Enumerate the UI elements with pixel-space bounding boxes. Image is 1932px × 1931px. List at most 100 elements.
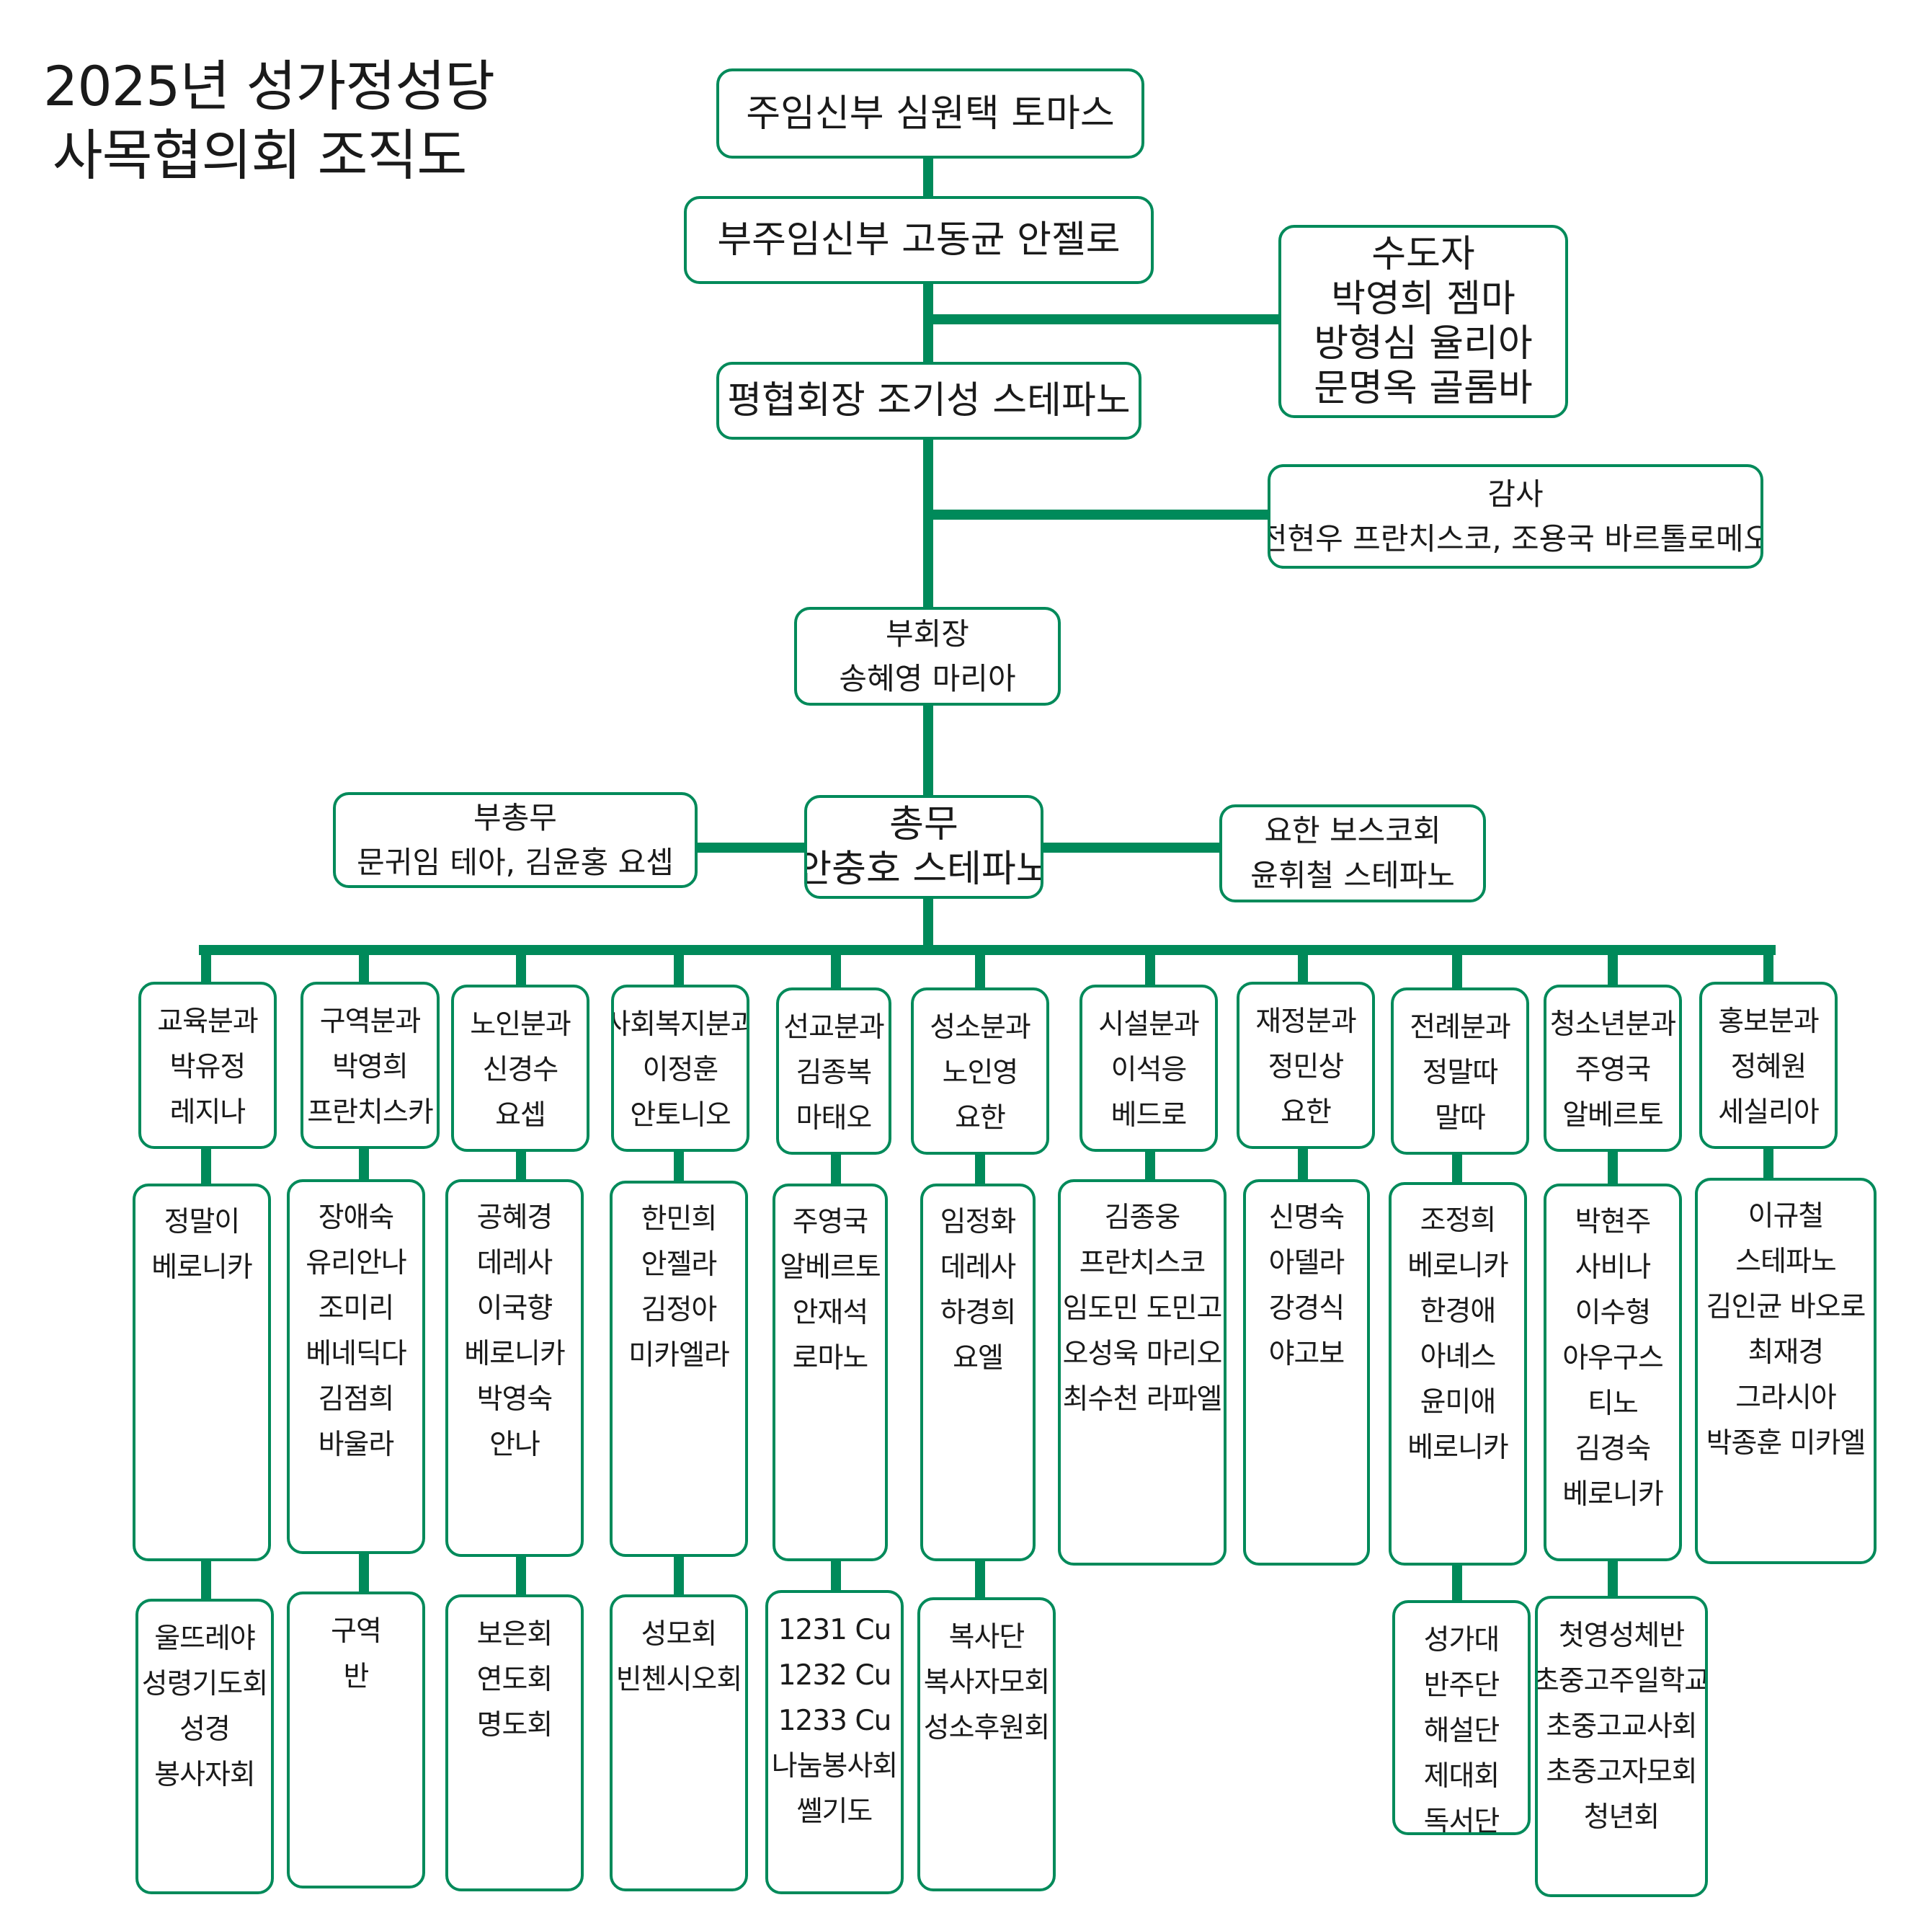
department-members-box-line: 최재경 [1748,1336,1825,1369]
department-head-box-line: 안토니오 [630,1099,731,1132]
department-members-box-line: 프란치스코 [1079,1247,1206,1279]
department-head-box-line: 세실리아 [1718,1096,1820,1129]
department-members-box-line: 티노 [1588,1388,1639,1420]
department-head-box-line: 시설분과 [1098,1008,1200,1041]
department-members-box-line: 김정아 [641,1294,718,1326]
department-groups-box-line: 반 [343,1661,370,1693]
department-members-box-line: 아우구스 [1562,1342,1664,1375]
department-groups-box-line: 해설단 [1423,1715,1500,1747]
department-head-box-line: 노인영 [942,1057,1019,1089]
pastor-box: 주임신부 심원택 토마스 [716,68,1144,159]
department-head-box-line: 노인분과 [470,1008,571,1041]
department-head-box-line: 요셉 [495,1099,546,1132]
department-members-box-line: 안젤라 [641,1248,718,1281]
department-members-box-line: 임도민 도민고 [1062,1292,1223,1325]
department-members-box-line: 주영국 [792,1206,869,1238]
president-box-line: 평협회장 조기성 스테파노 [727,379,1131,422]
department-head-box-line: 정말따 [1422,1057,1499,1089]
department-members-box-line: 조미리 [318,1292,395,1325]
auditor-box-line: 감사 [1487,476,1544,512]
department-head-box-line: 마태오 [796,1102,873,1135]
department-members-box-line: 최수천 라파엘 [1062,1383,1223,1416]
department-members-box-line: 바울라 [318,1429,395,1461]
nuns-box-line: 문명옥 골롬바 [1314,367,1533,410]
department-members-box-line: 공혜경 [476,1202,553,1234]
nuns-box-line: 박영희 젬마 [1331,278,1515,321]
department-groups-box-line: 1233 Cu [778,1705,892,1737]
chart-title: 2025년 성가정성당 사목협의회 조직도 [43,52,495,190]
department-head-box-line: 이정훈 [642,1054,719,1086]
department-groups-box-line: 성모회 [641,1618,718,1651]
department-groups-box-line: 나눔봉사회 [771,1750,898,1783]
department-members-box-line: 베로니카 [151,1251,253,1284]
department-members-box-line: 김종웅 [1104,1202,1181,1234]
department-groups-box-line: 1232 Cu [778,1659,892,1692]
department-head-box-line: 성소분과 [930,1011,1031,1044]
department-members-box-line: 야고보 [1268,1338,1345,1370]
department-members-box-line: 하경희 [940,1297,1017,1329]
department-members-box-line: 데레사 [476,1247,553,1279]
department-head-box-line: 이석응 [1110,1054,1188,1086]
department-members-box-line: 안나 [489,1429,540,1461]
department-groups-box-line: 구역 [331,1615,382,1648]
department-head-box-line: 요한 [1281,1096,1332,1129]
department-head-box-line: 말따 [1435,1102,1486,1135]
department-members-box-line: 베네딕다 [306,1338,407,1370]
department-members-box-line: 이국향 [476,1292,553,1325]
department-members-box-line: 윤미애 [1420,1386,1497,1419]
nuns-box-line: 방형심 율리아 [1314,322,1533,365]
vice-president-box-line: 송혜영 마리아 [839,660,1016,696]
department-members-box-line: 그라시아 [1735,1382,1837,1414]
chart-title-line-2: 사목협의회 조직도 [52,123,468,187]
department-head-box-line: 재정분과 [1255,1006,1357,1038]
department-members-box-line: 임정화 [940,1206,1017,1238]
vice-secretary-box-line: 부총무 [473,799,557,835]
department-members-box-line: 정말이 [164,1206,241,1238]
department-groups-box-line: 명도회 [476,1709,553,1741]
department-groups-box-line: 제대회 [1423,1760,1500,1793]
department-members-box-line: 사비나 [1575,1251,1652,1284]
department-members-box-line: 데레사 [940,1251,1017,1284]
department-head-box-line: 청소년분과 [1549,1008,1676,1041]
department-head-box-line: 선교분과 [783,1011,885,1044]
department-groups-box-line: 성령기도회 [141,1668,268,1700]
department-members-box-line: 장애숙 [318,1202,395,1234]
department-head-box-line: 전례분과 [1410,1011,1511,1044]
department-members-box-line: 안재석 [792,1297,869,1329]
department-members-box-line: 이규철 [1748,1200,1825,1233]
president-box: 평협회장 조기성 스테파노 [716,362,1141,440]
department-members-box-line: 신명숙 [1268,1202,1345,1234]
department-members-box-line: 김인균 바오로 [1706,1291,1866,1323]
department-head-box-line: 정민상 [1268,1051,1345,1083]
department-groups-box-line: 봉사자회 [154,1759,256,1791]
department-groups-box-line: 빈첸시오회 [615,1664,742,1696]
department-members-box-line: 미카엘라 [628,1339,730,1372]
department-head-box-line: 박유정 [169,1051,246,1083]
department-groups-box-line: 성가대 [1423,1624,1500,1656]
department-members-box-line: 김경숙 [1575,1433,1652,1465]
department-members-box-line: 강경식 [1268,1292,1345,1325]
